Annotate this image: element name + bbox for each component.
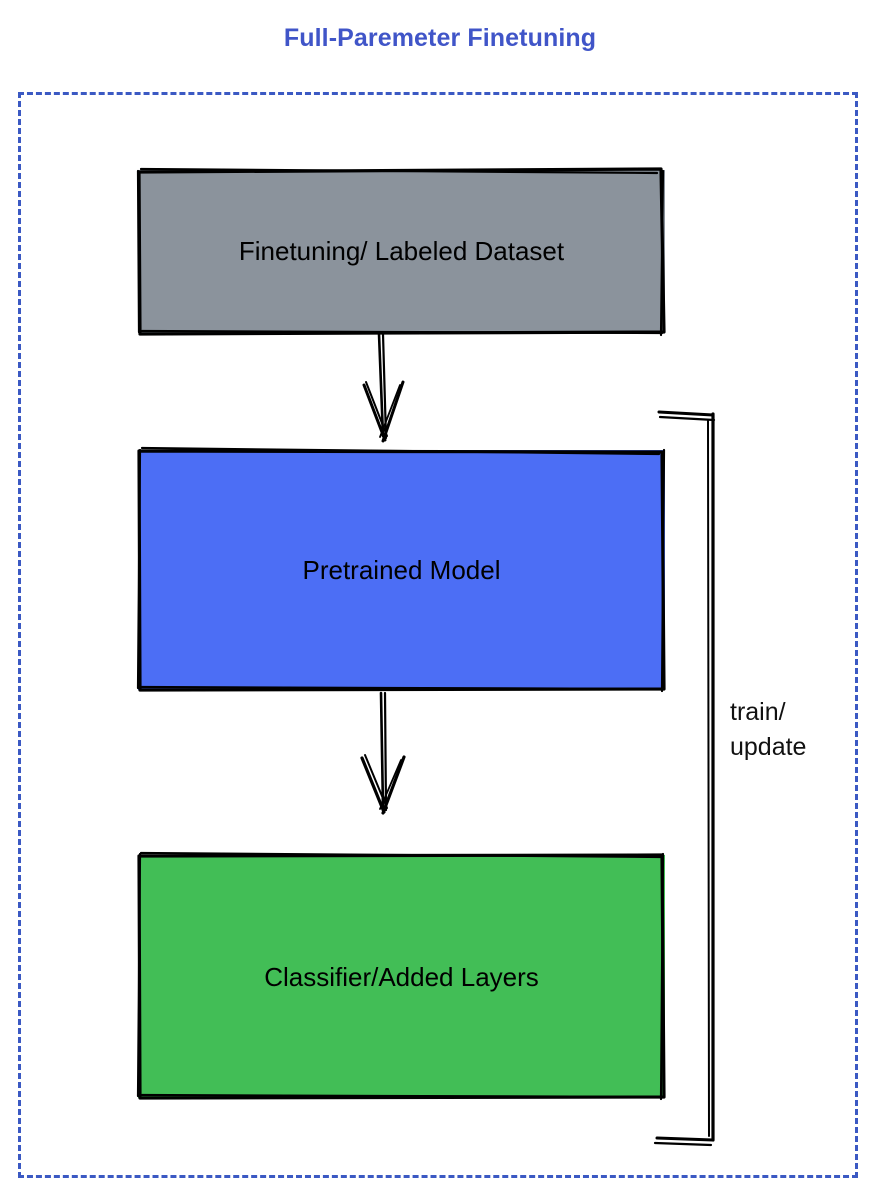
- node-pretrained[interactable]: Pretrained Model: [136, 446, 666, 693]
- node-dataset[interactable]: Finetuning/ Labeled Dataset: [136, 167, 666, 337]
- page-title: Full-Paremeter Finetuning: [283, 24, 597, 52]
- node-dataset-label: Finetuning/ Labeled Dataset: [238, 235, 565, 266]
- arrow-dataset-to-pretrained: [362, 332, 405, 443]
- node-pretrained-label: Pretrained Model: [302, 555, 501, 586]
- node-classifier[interactable]: Classifier/Added Layers: [136, 851, 666, 1101]
- arrow-pretrained-to-classifier: [360, 691, 406, 815]
- edge-label-train-update: train/ update: [730, 698, 807, 761]
- node-classifier-label: Classifier/Added Layers: [264, 961, 539, 992]
